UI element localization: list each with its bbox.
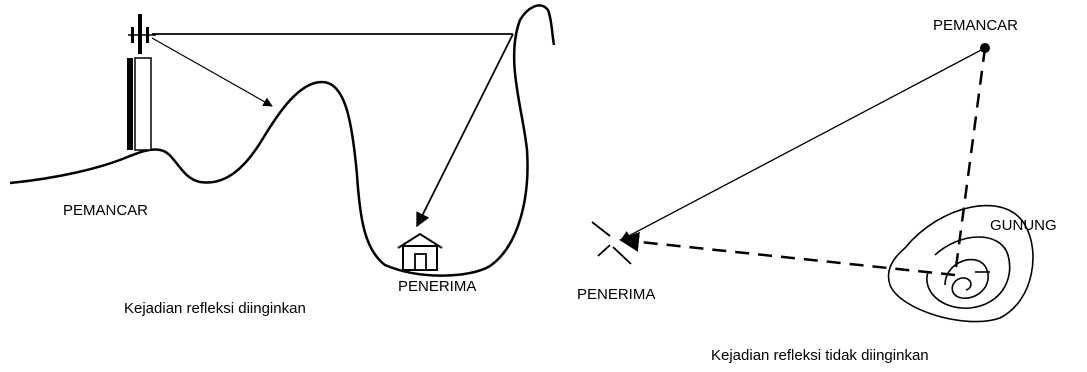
- antenna-stroke-upper: [592, 222, 610, 236]
- direct-signal-arrow: [152, 38, 272, 106]
- reflected-signal-arrow: [417, 34, 513, 226]
- antenna-stroke-lower: [613, 247, 631, 264]
- right-transmitter-label: PEMANCAR: [933, 17, 1018, 34]
- tower-pole: [127, 58, 133, 150]
- receiver-house-icon: [398, 234, 442, 270]
- undesired-reflection-diagram: PEMANCAR PENERIMA GUNUNG Kejadian reflek…: [577, 17, 1057, 364]
- contour-inner: [945, 260, 988, 299]
- antenna-element: [138, 14, 142, 54]
- direct-signal-arrow: [621, 48, 985, 240]
- mountain-label: GUNUNG: [990, 217, 1057, 234]
- left-receiver-label: PENERIMA: [398, 278, 476, 295]
- antenna-stroke-short: [598, 245, 610, 256]
- house-door: [415, 254, 426, 270]
- reflected-dashed-arrow: [621, 240, 955, 275]
- right-caption: Kejadian refleksi tidak diinginkan: [711, 347, 929, 364]
- left-caption: Kejadian refleksi diinginkan: [124, 300, 306, 317]
- tower-body: [135, 58, 151, 150]
- transmitter-tower: [127, 14, 156, 150]
- receiver-antenna-icon: [592, 222, 631, 264]
- right-receiver-label: PENERIMA: [577, 286, 655, 303]
- left-transmitter-label: PEMANCAR: [63, 202, 148, 219]
- desired-reflection-diagram: PEMANCAR PENERIMA Kejadian refleksi diin…: [10, 5, 554, 317]
- terrain-profile: [10, 5, 554, 275]
- dashed-path-to-mountain: [955, 48, 985, 275]
